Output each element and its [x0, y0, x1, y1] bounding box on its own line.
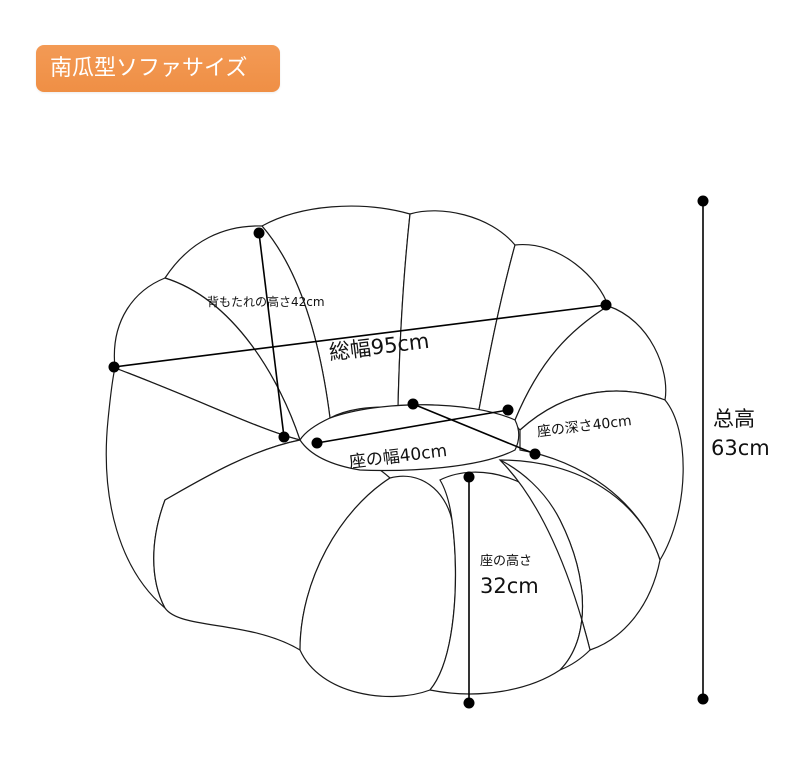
seat-depth-front-dot: [529, 448, 541, 460]
overall-width-right-dot: [600, 299, 612, 311]
seat-width-line: [316, 409, 509, 444]
seat-depth-back-dot: [407, 398, 419, 410]
seat-width-right-dot: [502, 404, 514, 416]
total-height-value: 63cm: [711, 436, 770, 460]
title-badge: 南瓜型ソファサイズ: [36, 45, 280, 92]
backrest-height-label: 背もたれの高さ42cm: [207, 294, 325, 309]
overall-width-left-dot: [108, 361, 120, 373]
dimension-lines: [108, 195, 709, 709]
backrest-height-top-dot: [253, 227, 265, 239]
sofa-illustration: [105, 205, 684, 698]
overall-width-line: [113, 304, 607, 368]
total-height-top-dot: [697, 195, 709, 207]
seat-height-bottom-dot: [463, 697, 475, 709]
seat-height-top-dot: [463, 471, 475, 483]
total-height-label: 总高: [713, 407, 755, 431]
seat-depth-line: [412, 403, 536, 455]
seat-width-left-dot: [311, 437, 323, 449]
total-height-bottom-dot: [697, 693, 709, 705]
seat-height-value: 32cm: [480, 574, 539, 598]
sofa-front-lobe: [299, 475, 457, 698]
sofa-seat: [299, 404, 520, 472]
sofa-front-lobe: [499, 459, 591, 671]
backrest-height-line: [258, 232, 285, 438]
sofa-side-lobe: [519, 390, 684, 562]
backrest-height-bottom-dot: [278, 431, 290, 443]
seat-height-label: 座の高さ: [480, 553, 532, 569]
